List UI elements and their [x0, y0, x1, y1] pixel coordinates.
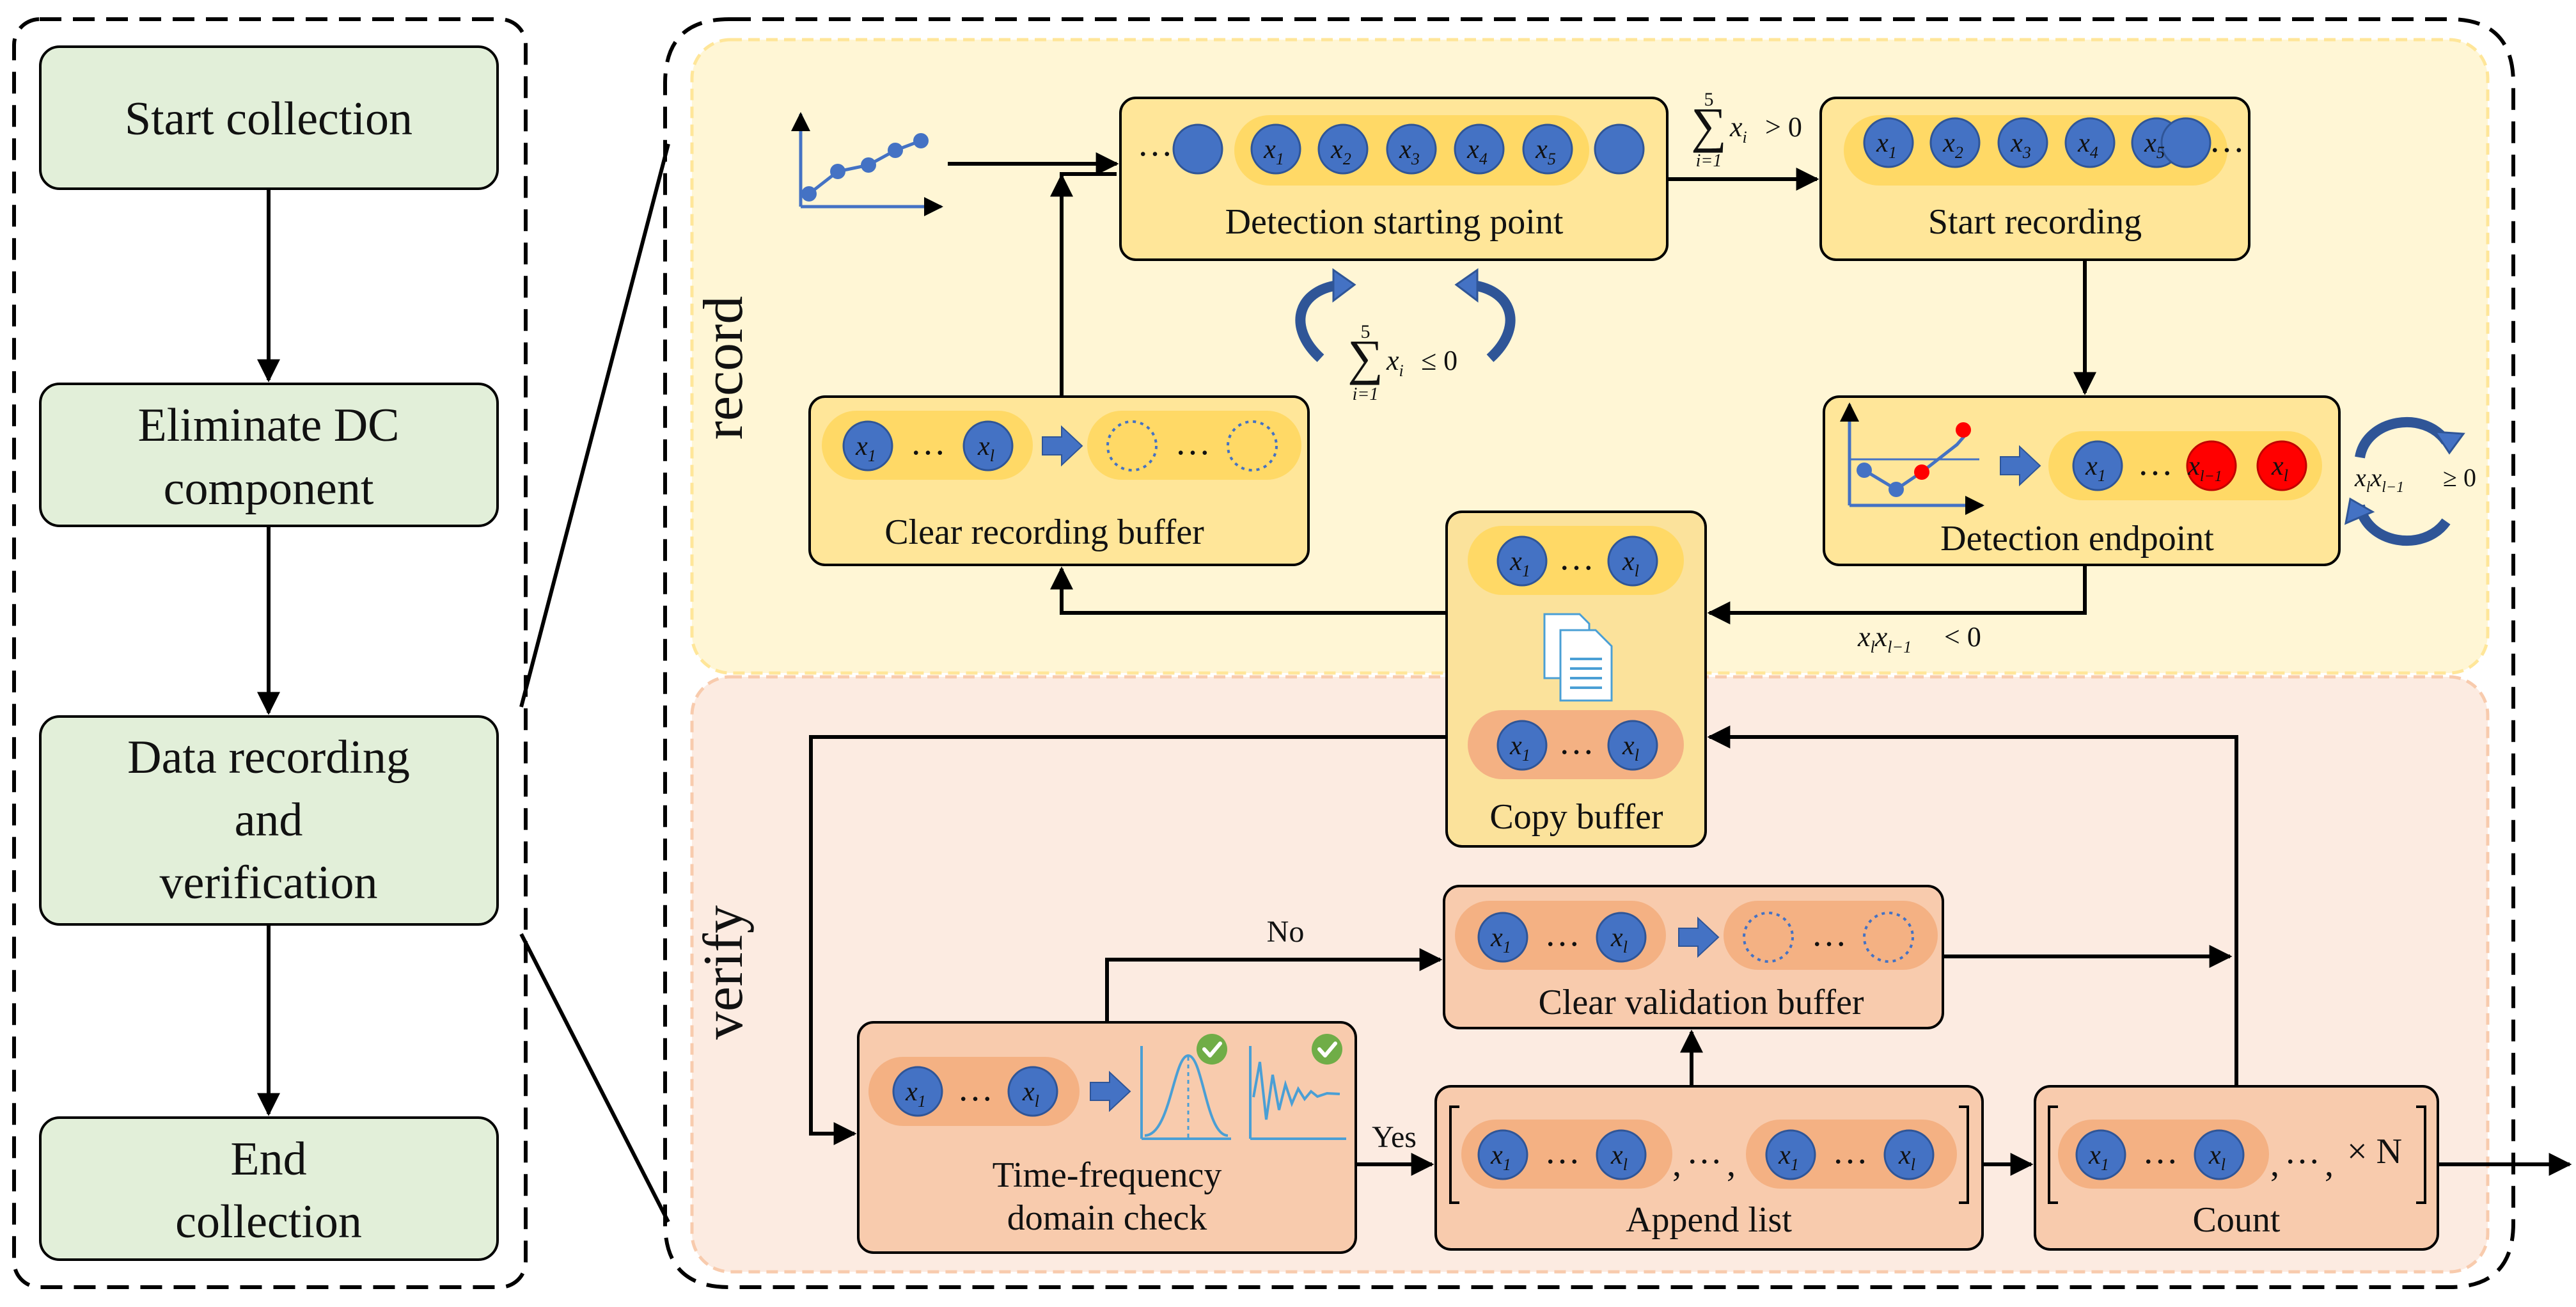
start-recording-box: … x1 x2 x3 x4 x5 Start recording	[1819, 97, 2250, 261]
append-list-box: … x1 xl , … , … x1 xl Append list	[1434, 1085, 1984, 1251]
svg-text:x5: x5	[2144, 129, 2165, 162]
svg-text:5: 5	[1704, 89, 1714, 110]
svg-text:5: 5	[1361, 321, 1370, 342]
detection-endpoint-label: Detection endpoint	[1940, 519, 2214, 558]
step-eliminate-dc-line2: component	[164, 463, 374, 515]
left-panel-frame	[12, 17, 528, 1289]
yes-edge-label: Yes	[1372, 1120, 1417, 1154]
count-box: … x1 xl , … , × N Count	[2034, 1085, 2439, 1251]
svg-text:≥ 0: ≥ 0	[2443, 463, 2476, 492]
loop-arrows-endpoint	[2344, 416, 2465, 546]
svg-text:xlxl−1: xlxl−1	[1857, 621, 1912, 656]
times-n-label: × N	[2347, 1132, 2402, 1171]
svg-text:…: …	[2142, 1132, 2178, 1171]
tf-check-label-line2: domain check	[1007, 1198, 1207, 1238]
step-end-collection: End collection	[39, 1116, 499, 1261]
time-signal-icon	[1249, 1034, 1346, 1140]
tf-check-box: … x1 xl Time-frequency domain check	[857, 1021, 1357, 1254]
check-icon	[1197, 1034, 1227, 1065]
detection-start-label: Detection starting point	[1225, 202, 1564, 242]
clear-recording-box: … x1 xl … Clear recording buffer	[808, 395, 1310, 566]
signal-chart-icon	[791, 112, 943, 216]
svg-text:i=1: i=1	[1353, 384, 1379, 404]
svg-text:…: …	[2284, 1132, 2320, 1171]
svg-text:…: …	[1175, 423, 1211, 463]
svg-text:,: ,	[2270, 1145, 2279, 1184]
sum-nonpositive-condition: 5 ∑ i=1 xi ≤ 0	[1347, 321, 1457, 404]
tf-check-label-line1: Time-frequency	[993, 1155, 1222, 1195]
svg-text:,: ,	[1727, 1145, 1736, 1184]
detection-endpoint-box: … x1 xl−1 xl Detection endpoint	[1823, 395, 2341, 566]
svg-text:,: ,	[1672, 1145, 1681, 1184]
connectors	[809, 152, 2572, 1176]
count-label: Count	[2193, 1200, 2281, 1240]
step-eliminate-dc: Eliminate DC component	[39, 383, 499, 527]
svg-text:≤ 0: ≤ 0	[1421, 345, 1457, 376]
step-data-recording: Data recording and verification	[39, 715, 499, 926]
detection-start-box: … x1 x2 x3 x4 x5 Detection starting poin…	[1119, 97, 1669, 261]
svg-text:x3: x3	[2010, 129, 2031, 162]
clear-recording-label: Clear recording buffer	[884, 512, 1204, 552]
svg-text:…: …	[1559, 722, 1594, 762]
step-start-collection: Start collection	[39, 45, 499, 190]
copy-buffer-box: … x1 xl … x1 xl Copy buffer	[1445, 511, 1707, 848]
svg-text:…: …	[1832, 1132, 1868, 1171]
zoom-lines	[519, 143, 670, 1223]
append-list-label: Append list	[1626, 1200, 1792, 1240]
svg-text:…: …	[1137, 124, 1173, 164]
svg-text:…: …	[1544, 914, 1580, 954]
check-icon	[1312, 1034, 1342, 1065]
clear-validation-label: Clear validation buffer	[1538, 983, 1864, 1022]
svg-text:…: …	[910, 423, 946, 463]
svg-text:i=1: i=1	[1696, 151, 1722, 171]
copy-document-icon	[1543, 613, 1613, 702]
svg-text:> 0: > 0	[1765, 111, 1802, 143]
no-edge-label: No	[1267, 915, 1305, 949]
node-blank	[1594, 123, 1645, 175]
svg-text:…: …	[957, 1069, 993, 1109]
verify-label: verify	[693, 905, 755, 1040]
right-panel-frame	[663, 17, 2515, 1289]
copy-buffer-label: Copy buffer	[1489, 797, 1663, 837]
svg-text:…: …	[1559, 538, 1594, 578]
svg-text:…: …	[2137, 443, 2173, 483]
loop-arrows-start	[1295, 268, 1516, 362]
svg-text:…: …	[1544, 1132, 1580, 1171]
step-data-recording-line2: and	[235, 794, 303, 846]
step-end-collection-line2: collection	[175, 1196, 362, 1248]
product-negative-condition: xlxl−1 < 0	[1857, 621, 1981, 656]
svg-text:…: …	[1686, 1132, 1722, 1171]
sum-positive-condition: 5 ∑ i=1 xi > 0	[1691, 89, 1802, 171]
step-data-recording-line1: Data recording	[127, 731, 410, 784]
record-label: record	[693, 296, 755, 440]
svg-text:…: …	[1811, 914, 1847, 954]
svg-text:…: …	[2209, 120, 2245, 160]
svg-text:∑: ∑	[1691, 97, 1727, 153]
clear-validation-box: … x1 xl … Clear validation buffer	[1443, 885, 1944, 1029]
svg-text:∑: ∑	[1347, 329, 1383, 385]
start-recording-label: Start recording	[1928, 202, 2142, 242]
step-data-recording-line3: verification	[159, 857, 377, 909]
svg-text:< 0: < 0	[1944, 621, 1981, 653]
node-blank	[1172, 123, 1223, 175]
frequency-spectrum-icon	[1140, 1034, 1231, 1140]
svg-text:x1: x1	[1490, 923, 1511, 956]
svg-text:,: ,	[2325, 1145, 2334, 1184]
step-end-collection-line1: End	[230, 1133, 306, 1185]
step-eliminate-dc-line1: Eliminate DC	[138, 399, 400, 452]
step-start-collection-label: Start collection	[125, 93, 412, 145]
endpoint-chart-icon	[1840, 402, 1984, 515]
